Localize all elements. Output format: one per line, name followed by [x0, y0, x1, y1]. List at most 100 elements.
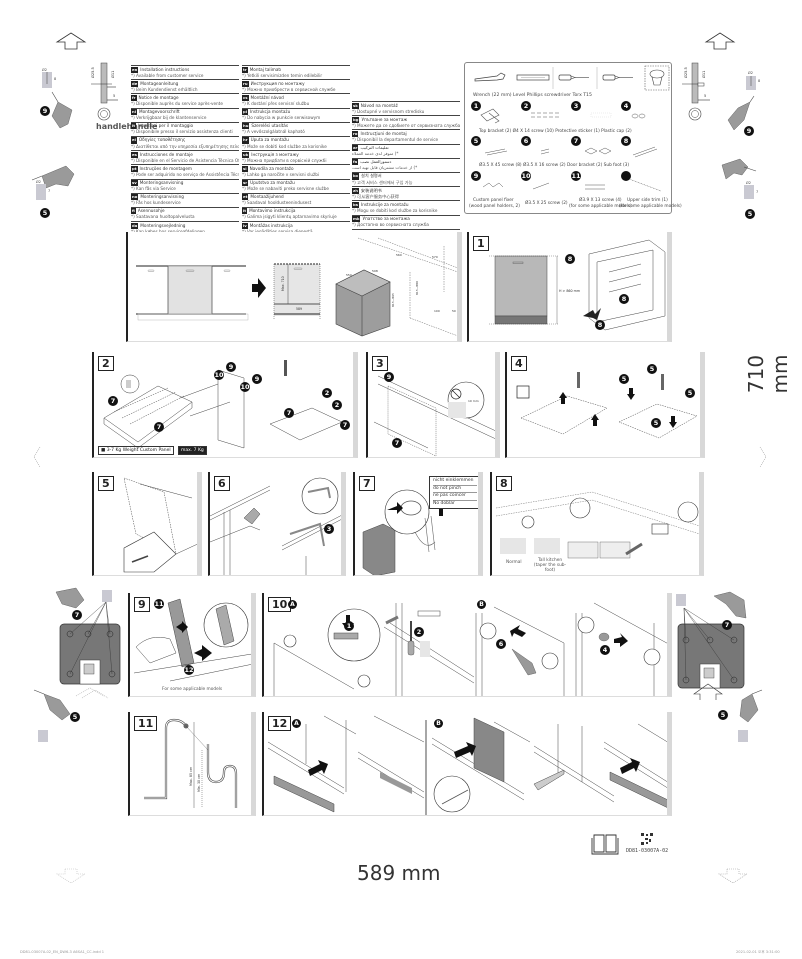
step-badge: 9 [744, 126, 754, 136]
parts-row1-illustration [480, 108, 646, 124]
language-note: *) K dostání přes servisní službu [242, 100, 310, 106]
manual-book-icon [591, 834, 619, 855]
step-8-panel: 8 Normal Tall kitchen (taper the sub-foo… [490, 472, 704, 576]
callout-8: 8 [619, 294, 629, 304]
language-code: ko [352, 173, 360, 180]
language-title: Montavimo instrukcija [249, 208, 296, 214]
svg-text:Max. 85 cm: Max. 85 cm [189, 767, 193, 786]
phillips-screwdriver-icon [558, 74, 589, 81]
screw-set-icon [531, 112, 559, 118]
arrow-down-icon [717, 868, 749, 884]
part-badge-2: 2 [521, 101, 531, 111]
language-title: Asennusohje [137, 208, 165, 214]
language-note: *) Disponible auprès du service après-ve… [131, 100, 223, 106]
svg-text:8: 8 [758, 79, 760, 83]
step-3-panel: 3 10 mm 9 7 [366, 352, 500, 458]
callout-12: 12 [184, 665, 194, 675]
width-dimension: 589 mm [357, 861, 441, 885]
step-number: 1 [473, 236, 489, 251]
language-code: sk [352, 102, 359, 109]
chevron-left-icon [33, 446, 41, 468]
language-title: Montážní návod [250, 94, 284, 100]
language-code: uk [242, 151, 250, 158]
language-title: Упатство за монтажа [362, 216, 410, 221]
language-code: fa [352, 159, 359, 166]
language-code: fi [131, 208, 136, 215]
part-badge-1: 1 [471, 101, 481, 111]
svg-text:8: 8 [54, 77, 56, 81]
language-title: Monteringsanvisning [139, 180, 184, 185]
language-code: sl [242, 165, 248, 172]
language-code: mk [352, 216, 361, 223]
language-code: et [242, 194, 249, 201]
drill-guide-mid-bottom-left: 5 [30, 689, 90, 750]
handle-diagram-left: Ø25.5 Ø11 5 [86, 62, 126, 132]
step-number: 6 [214, 476, 230, 491]
language-code: ru [242, 80, 249, 87]
language-title: Instruções de montagem [139, 165, 192, 171]
callout-7: 7 [284, 408, 294, 418]
part-9-label: Custom panel fixer [473, 198, 514, 203]
callout-2: 2 [414, 627, 424, 637]
step-6-panel: 6 3 [208, 472, 346, 576]
callout-1: 1 [344, 621, 354, 631]
step-badge: 9 [40, 106, 50, 116]
language-note: *) Available from customer service [131, 72, 204, 78]
svg-text:Ø2: Ø2 [748, 70, 753, 75]
language-note: متوفر لدى خدمة العملاء (* [352, 151, 399, 157]
arrow-down-icon [55, 868, 87, 884]
language-note: *) Dostupné v servisnom stredisku [352, 108, 425, 114]
step-9-panel: 9 11 12 For some applicable models [128, 593, 256, 697]
language-note: *) Fås hos kundeservice [131, 200, 181, 206]
language-title: Notice de montage [138, 94, 179, 100]
door-bracket-template-right: 7 [672, 588, 762, 708]
language-title: Упътване за монтаж [361, 116, 408, 122]
svg-text:Min. 30 cm: Min. 30 cm [197, 774, 201, 792]
svg-text:7: 7 [756, 190, 758, 194]
callout-8: 8 [565, 254, 575, 264]
language-code: hr [242, 137, 249, 144]
footer-left: DD81-03007A-02_EN_DW6-3 A6SA1_CC.indd 1 [20, 950, 105, 954]
document-code: DD81-03007A-02 [626, 848, 669, 854]
svg-text:598: 598 [372, 269, 378, 273]
callout-10: 10 [240, 382, 250, 392]
callout-4: 4 [600, 645, 610, 655]
chevron-right-icon [759, 446, 767, 468]
language-note: *) Kan købes hos serviceafdelingen [131, 229, 205, 234]
language-title: Інструкція з монтажу [251, 151, 299, 157]
normal-label: Normal [506, 560, 522, 565]
svg-text:589: 589 [296, 307, 302, 311]
callout-7: 7 [154, 422, 164, 432]
step-number: 8 [496, 476, 512, 491]
language-title: تعليمات التركيب [360, 145, 389, 151]
warning-en: do not pinch [433, 486, 477, 493]
step-12-panel: 12 A B [262, 712, 672, 816]
language-code: el [131, 137, 137, 144]
qr-code-icon [641, 833, 653, 845]
callout-11: 11 [154, 599, 164, 609]
language-note: *) Do nabycia w punkcie serwisowym [242, 115, 321, 121]
step-number: 7 [359, 476, 375, 491]
panel-weight-label: ■ 3-7 Kg Weight Custom Panel [98, 446, 174, 455]
language-note: *) Достапно во сервисната служба [352, 222, 429, 228]
callout-8: 8 [595, 320, 605, 330]
callout-7: 7 [340, 420, 350, 430]
language-note: *) Disponibile presso il servizio assist… [131, 129, 233, 135]
svg-text:Ø2: Ø2 [746, 180, 751, 185]
language-title: 安装说明书 [360, 187, 382, 193]
language-title: Instrucţiuni de montaj [360, 130, 407, 136]
warning-de: nicht einklemmen [433, 478, 477, 486]
parts-row2-label: Ø3.5 X 45 screw (8) Ø3.5 X 16 screw (2) … [479, 163, 630, 168]
